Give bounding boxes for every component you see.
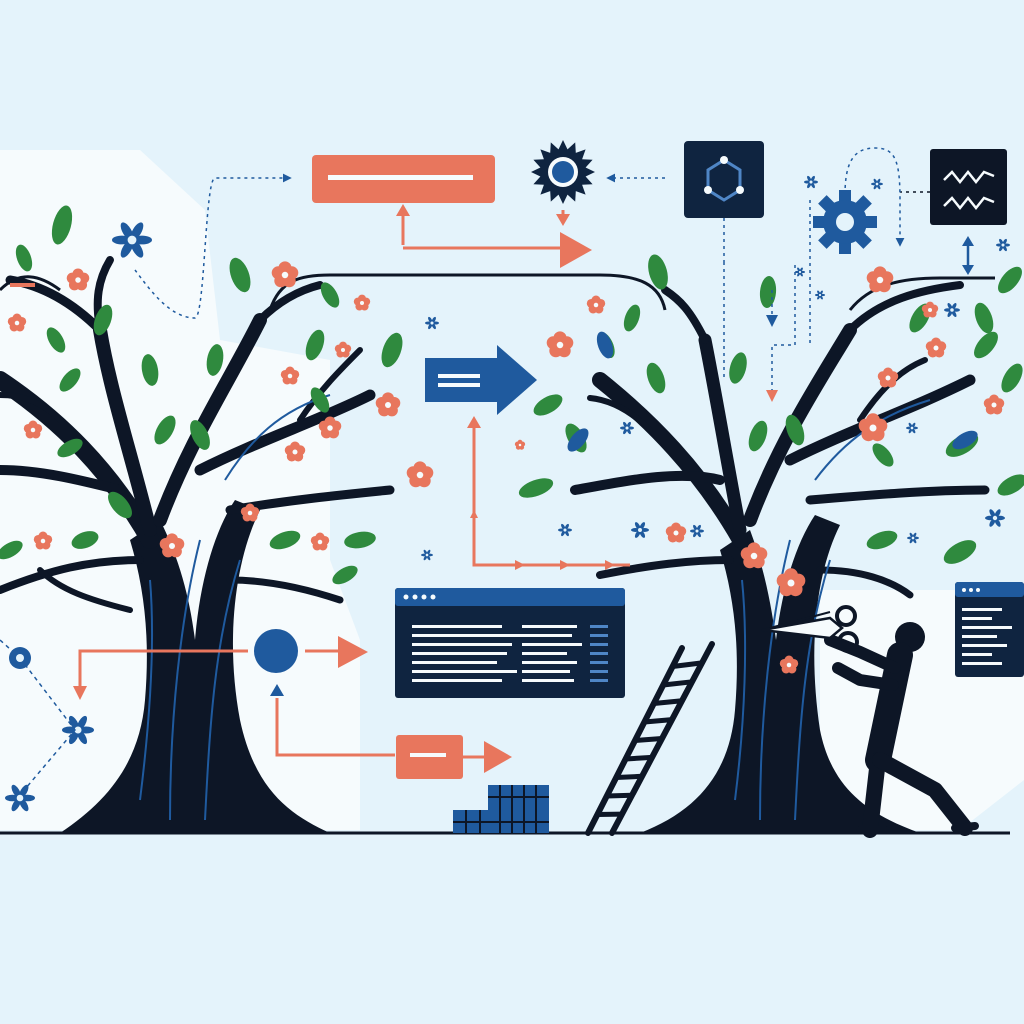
blossom-icon — [985, 509, 1005, 527]
blossom-icon — [907, 532, 919, 544]
flower-icon — [334, 341, 352, 358]
canopy-connectors — [0, 273, 995, 311]
blossom-icon — [804, 175, 818, 189]
right-tree-branches — [570, 281, 990, 599]
coral-link — [472, 425, 630, 567]
left-tree-trunk — [60, 500, 330, 833]
blue-leaves — [567, 331, 978, 452]
flower-icon — [776, 568, 806, 597]
coral-process-box — [396, 735, 512, 779]
dotted-link — [844, 147, 905, 247]
flower-icon — [271, 261, 299, 288]
flower-icon — [284, 441, 306, 462]
dotted-link — [771, 265, 796, 395]
flower-icon — [983, 394, 1005, 415]
left-tree-branches — [0, 256, 395, 613]
flower-icon — [858, 413, 888, 442]
blossom-icon — [631, 522, 649, 538]
blossom-icon — [795, 267, 805, 277]
flower-icon — [23, 420, 43, 439]
flowers — [7, 261, 1005, 674]
right-tree-icon — [570, 281, 990, 833]
ladder-icon — [585, 641, 715, 836]
flower-icon — [66, 268, 90, 291]
badge-icon — [531, 140, 595, 204]
flower-icon — [740, 542, 768, 569]
flower-icon — [310, 532, 330, 551]
waveform-icon — [930, 149, 1007, 225]
flower-icon — [779, 655, 799, 674]
left-network — [0, 639, 76, 796]
blossom-icon — [815, 290, 825, 300]
dotted-link — [134, 173, 292, 319]
flower-icon — [877, 367, 899, 388]
blossom-icon — [421, 549, 433, 561]
blossom-icon — [871, 178, 883, 190]
coral-link — [78, 649, 248, 690]
flower-icon — [925, 337, 947, 358]
top-process-bar — [312, 155, 495, 203]
coral-arrow-loop — [401, 210, 560, 250]
flower-icon — [665, 522, 687, 543]
flower-icon — [159, 533, 185, 558]
flower-icon — [546, 331, 574, 358]
right-tree-trunk — [640, 515, 920, 833]
gear-icon — [813, 190, 877, 254]
pruning-shears-icon — [761, 605, 859, 653]
blossom-icon — [620, 421, 634, 435]
person-pruning-icon — [824, 622, 979, 838]
steps-icon — [453, 785, 549, 833]
coral-arrowhead — [560, 232, 592, 268]
flower-icon — [406, 461, 434, 488]
left-tree-bark-lines — [139, 394, 331, 821]
hexagon-network-icon — [684, 141, 764, 380]
code-panel — [395, 588, 625, 698]
flower-icon — [33, 531, 53, 550]
vertical-double-arrow — [962, 236, 974, 275]
code-panel-right — [955, 582, 1024, 677]
blossom-icon — [690, 524, 704, 538]
flower-icon — [866, 266, 894, 293]
flower-icon — [7, 313, 27, 332]
coral-link — [275, 698, 395, 757]
blossom-icon — [906, 422, 918, 434]
blossom-icon — [558, 523, 572, 537]
flower-icon — [240, 503, 260, 522]
flower-icon — [921, 301, 939, 318]
flower-icon — [280, 366, 300, 385]
blossom-icon — [425, 316, 439, 330]
blossom-icon — [996, 238, 1010, 252]
blossom-icon — [5, 784, 35, 812]
flower-icon — [318, 416, 342, 439]
flower-icon — [375, 392, 401, 417]
leaves — [0, 205, 1024, 585]
center-arrow-box — [425, 345, 537, 415]
flower-icon — [353, 294, 371, 311]
process-node — [254, 629, 298, 673]
blossom-icon — [944, 302, 960, 318]
flower-icon — [514, 439, 526, 450]
blossom-icon — [112, 222, 152, 258]
blue-blossoms — [5, 175, 1010, 812]
left-tree-icon — [0, 256, 395, 833]
flower-icon — [586, 295, 606, 314]
